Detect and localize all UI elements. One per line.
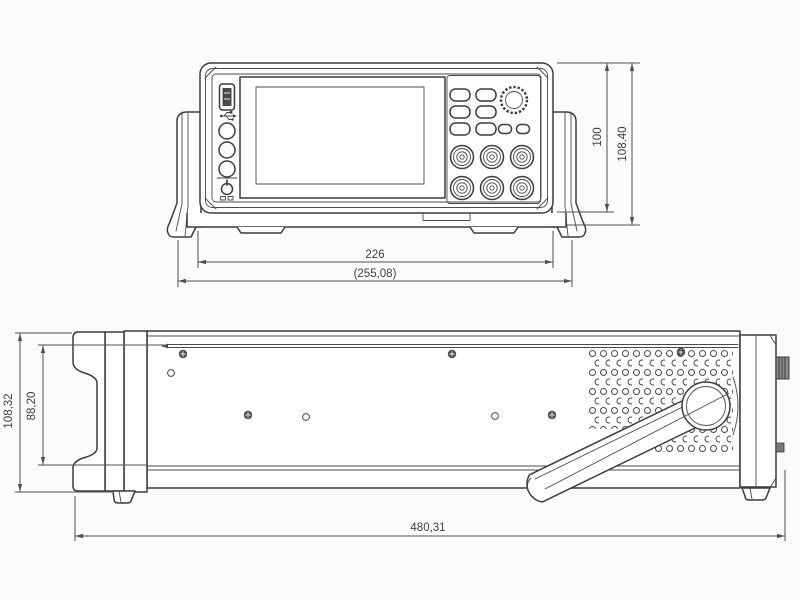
base-bar [186, 212, 567, 234]
base-center-recess [422, 212, 471, 221]
control-panel [446, 75, 541, 204]
side-view: 108,32 88,20 480,31 [3, 330, 790, 541]
dim-label-width-body: 226 [365, 249, 384, 261]
front-panel-bevel-frame [205, 68, 548, 208]
left-ear-handle [166, 111, 202, 238]
small-button [497, 123, 513, 135]
rear-panel [739, 334, 790, 501]
front-foot [112, 490, 136, 504]
front-foot-right [469, 226, 519, 234]
banana-jack [509, 144, 535, 170]
front-view-dimensions: 226 (255,08) 100 108.40 [177, 62, 640, 287]
power-marking-right [227, 196, 234, 201]
screw-icon [243, 410, 253, 420]
usb-port [218, 83, 236, 111]
panel-button [475, 122, 497, 136]
front-view: 226 (255,08) 100 108.40 [166, 62, 640, 287]
round-button-3 [218, 160, 236, 178]
display-screen [239, 76, 446, 199]
dim-label-side-width-total: 480,31 [410, 522, 445, 534]
panel-button [475, 105, 497, 119]
dim-label-height-body: 100 [592, 127, 604, 146]
corner-bevels [204, 66, 549, 210]
banana-jack [449, 144, 475, 170]
top-rail [161, 343, 739, 349]
usb-icon [220, 111, 237, 121]
rear-connector-stub [775, 442, 785, 453]
right-ear-handle [551, 111, 587, 238]
dim-label-height-total: 108.40 [617, 126, 629, 161]
banana-jack [509, 175, 535, 201]
screw-icon [178, 349, 188, 359]
banana-jacks [449, 144, 535, 201]
small-button [515, 123, 531, 135]
left-buttons [218, 122, 236, 178]
mounting-hole [167, 369, 175, 377]
screw-icon [547, 410, 557, 420]
front-panel-face [211, 73, 542, 203]
dim-label-side-height-total: 108,32 [3, 393, 15, 428]
handle-pivot [681, 381, 731, 431]
panel-button [449, 88, 471, 102]
front-bumper [72, 331, 106, 492]
mounting-hole [302, 413, 310, 421]
round-button-2 [218, 141, 236, 159]
dim-label-side-height-body: 88,20 [26, 392, 38, 421]
screw-icon [447, 349, 457, 359]
bezel-plate [104, 331, 125, 492]
panel-button [449, 105, 471, 119]
front-foot-left [236, 226, 286, 234]
round-button-1 [218, 122, 236, 140]
power-marking-left [220, 196, 226, 201]
banana-jack [479, 175, 505, 201]
power-button [216, 177, 238, 201]
dim-label-width-total: (255,08) [354, 268, 397, 280]
side-view-dimensions: 108,32 88,20 480,31 [3, 332, 786, 541]
rear-knurled-terminal [775, 356, 790, 380]
mounting-hole [491, 412, 499, 420]
panel-button [475, 88, 497, 102]
carry-handle [526, 376, 739, 503]
rear-foot [741, 487, 771, 501]
banana-jack [479, 144, 505, 170]
panel-button [449, 122, 471, 136]
bottom-rail [146, 465, 741, 471]
rotary-knob [499, 85, 529, 115]
front-frame [123, 330, 148, 493]
banana-jack [449, 175, 475, 201]
